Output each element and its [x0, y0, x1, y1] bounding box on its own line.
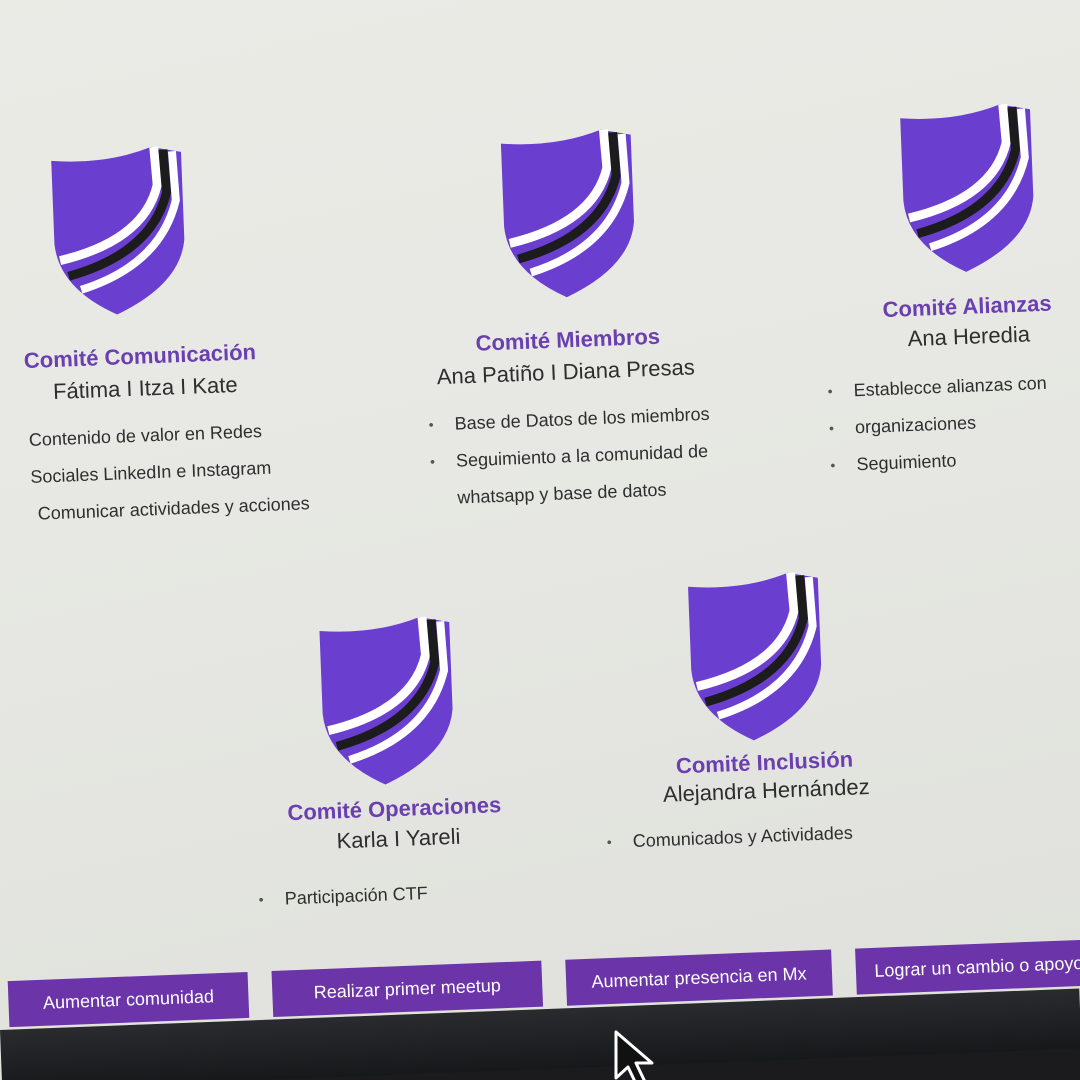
committee-title: Comité Operaciones [286, 792, 502, 826]
list-item: Comunicados y Actividades [632, 815, 853, 860]
committee-members: Fátima I Itza I Kate [52, 371, 239, 404]
shield-icon [500, 129, 634, 298]
shield-icon [900, 103, 1034, 272]
cursor-icon [614, 1030, 654, 1080]
committee-task-list: Comunicados y Actividades [632, 815, 853, 860]
shield-icon [688, 572, 822, 741]
shield-icon [319, 616, 453, 785]
committee-members: Alejandra Hernández [662, 773, 871, 807]
committee-members: Karla I Yareli [336, 823, 461, 854]
list-item: Participación CTF [284, 875, 428, 917]
shield-icon [51, 146, 185, 315]
committee-title: Comité Miembros [475, 323, 661, 356]
committee-task-list: Contenido de valor en Redes Sociales Lin… [28, 412, 311, 533]
committee-task-list: Base de Datos de los miembros Seguimient… [454, 396, 713, 517]
committee-members: Ana Patiño I Diana Presas [436, 354, 696, 390]
committee-title: Comité Inclusión [675, 746, 854, 779]
committee-task-list: Establecce alianzas con organizaciones S… [853, 365, 1050, 483]
committee-title: Comité Comunicación [23, 339, 257, 374]
committee-title: Comité Alianzas [882, 290, 1053, 323]
goal-button-presencia-mx[interactable]: Aumentar presencia en Mx [565, 949, 833, 1006]
goal-button-lograr-cambio[interactable]: Lograr un cambio o apoyo s [855, 938, 1080, 995]
goal-button-realizar-meetup[interactable]: Realizar primer meetup [271, 960, 544, 1017]
committee-task-list: Participación CTF [284, 875, 428, 917]
committee-members: Ana Heredia [907, 321, 1031, 352]
goal-button-aumentar-comunidad[interactable]: Aumentar comunidad [7, 971, 250, 1028]
list-item: Seguimiento [856, 439, 1050, 483]
